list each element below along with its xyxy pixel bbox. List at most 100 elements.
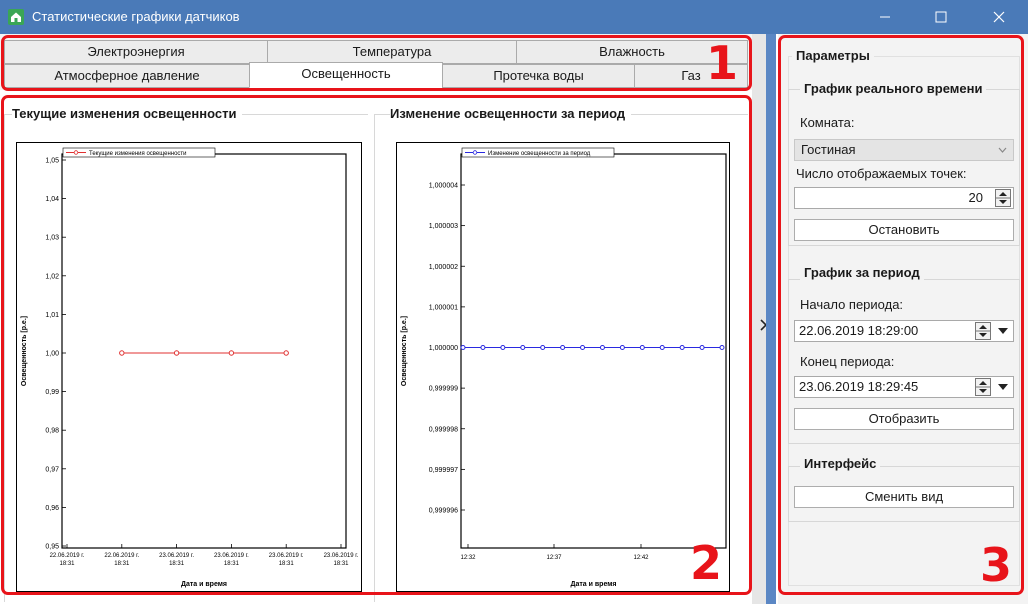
tab-illumination[interactable]: Освещенность xyxy=(249,62,443,88)
minimize-button[interactable] xyxy=(862,0,908,34)
right-group-border-left xyxy=(374,114,375,602)
tab-water-leak[interactable]: Протечка воды xyxy=(442,64,635,88)
interface-title: Интерфейс xyxy=(800,456,881,471)
y-tick-label: 1,000003 xyxy=(429,223,458,230)
parameters-panel: Параметры График реального времени Комна… xyxy=(778,34,1028,604)
start-dropdown[interactable] xyxy=(995,322,1011,340)
tab-humidity[interactable]: Влажность xyxy=(516,40,748,64)
x-tick-label: 23.06.2019 г. xyxy=(159,553,194,559)
legend-marker xyxy=(472,150,478,155)
points-stepper[interactable] xyxy=(995,189,1011,207)
switch-view-button[interactable]: Сменить вид xyxy=(794,486,1014,508)
spin-updown-icon xyxy=(996,192,1010,204)
x-tick-label: 18:31 xyxy=(59,561,75,567)
tab-pressure[interactable]: Атмосферное давление xyxy=(4,64,250,88)
y-tick-label: 0,999998 xyxy=(429,426,458,433)
minimize-icon xyxy=(880,16,890,18)
data-point xyxy=(659,345,665,350)
end-stepper[interactable] xyxy=(975,378,991,396)
x-tick-label: 23.06.2019 г. xyxy=(269,553,304,559)
legend-box xyxy=(461,147,615,158)
start-datetime-value: 22.06.2019 18:29:00 xyxy=(799,323,919,338)
right-chart-group-title: Изменение освещенности за период xyxy=(390,106,632,121)
maximize-button[interactable] xyxy=(918,0,964,34)
end-dropdown[interactable] xyxy=(995,378,1011,396)
y-tick-label: 0,96 xyxy=(45,505,59,512)
y-tick-label: 1,05 xyxy=(45,158,59,165)
y-tick-label: 1,000002 xyxy=(429,264,458,271)
x-axis-label: Дата и время xyxy=(181,581,227,588)
data-point xyxy=(540,345,546,350)
end-datetime-input[interactable]: 23.06.2019 18:29:45 xyxy=(794,376,1014,398)
room-select[interactable]: Гостиная xyxy=(794,139,1014,161)
chevron-down-icon xyxy=(998,147,1007,153)
y-tick-label: 0,95 xyxy=(45,544,59,551)
points-value: 20 xyxy=(968,190,983,205)
x-tick-label: 12:42 xyxy=(633,555,649,561)
realtime-title: График реального времени xyxy=(800,81,987,96)
data-point xyxy=(560,345,566,350)
show-button[interactable]: Отобразить xyxy=(794,408,1014,430)
annotation-number-3: 3 xyxy=(980,538,1013,592)
close-icon xyxy=(993,11,1005,23)
chart-panel: Текущие изменения освещенности Изменение… xyxy=(0,90,752,604)
y-tick-label: 1,000004 xyxy=(429,183,458,190)
tab-gas[interactable]: Газ xyxy=(634,64,748,88)
data-point xyxy=(119,350,125,356)
room-select-value: Гостиная xyxy=(801,142,856,157)
tab-temperature[interactable]: Температура xyxy=(267,40,517,64)
x-tick-label: 23.06.2019 г. xyxy=(324,553,359,559)
y-tick-label: 1,03 xyxy=(45,235,59,242)
start-datetime-input[interactable]: 22.06.2019 18:29:00 xyxy=(794,320,1014,342)
window-title: Статистические графики датчиков xyxy=(32,9,240,24)
data-point xyxy=(228,350,235,356)
tab-strip: Электроэнергия Температура Влажность Атм… xyxy=(0,34,752,90)
close-button[interactable] xyxy=(976,0,1022,34)
dropdown-arrow-icon xyxy=(998,384,1008,390)
x-tick-label: 23.06.2019 г. xyxy=(214,553,249,559)
y-tick-label: 1,04 xyxy=(45,196,59,203)
legend-marker xyxy=(73,150,79,155)
data-point xyxy=(679,345,685,350)
maximize-icon xyxy=(935,11,947,23)
end-datetime-value: 23.06.2019 18:29:45 xyxy=(799,379,919,394)
x-tick-label: 18:31 xyxy=(279,561,295,567)
legend-label: Текущие изменения освещенности xyxy=(89,151,187,157)
start-stepper[interactable] xyxy=(975,322,991,340)
left-chart-group-title: Текущие изменения освещенности xyxy=(12,106,243,121)
plot-area xyxy=(61,153,347,549)
parameters-title: Параметры xyxy=(792,48,874,63)
tab-electricity[interactable]: Электроэнергия xyxy=(4,40,268,64)
data-point xyxy=(580,345,586,350)
x-tick-label: 22.06.2019 г. xyxy=(104,553,139,559)
data-point xyxy=(719,345,725,350)
annotation-number-1: 1 xyxy=(706,36,739,90)
points-input[interactable]: 20 xyxy=(794,187,1014,209)
y-axis-label: Освещенность [р.е.] xyxy=(21,316,28,386)
x-tick-label: 18:31 xyxy=(169,561,185,567)
spin-updown-icon xyxy=(976,325,990,337)
period-title: График за период xyxy=(800,265,924,280)
y-tick-label: 1,00 xyxy=(45,351,59,358)
spin-updown-icon xyxy=(976,381,990,393)
y-tick-label: 0,99 xyxy=(45,389,59,396)
data-point xyxy=(699,345,705,350)
y-tick-label: 1,01 xyxy=(45,312,59,319)
stop-button[interactable]: Остановить xyxy=(794,219,1014,241)
x-axis-label: Дата и время xyxy=(570,581,616,588)
y-tick-label: 0,999999 xyxy=(429,386,458,393)
app-icon xyxy=(8,9,24,25)
data-point xyxy=(599,345,605,350)
x-tick-label: 18:31 xyxy=(333,561,349,567)
data-point xyxy=(500,345,506,350)
dropdown-arrow-icon xyxy=(998,328,1008,334)
data-point xyxy=(173,350,180,356)
title-bar: Статистические графики датчиков xyxy=(0,0,1028,34)
y-tick-label: 0,97 xyxy=(45,466,59,473)
data-point xyxy=(520,345,526,350)
x-tick-label: 18:31 xyxy=(224,561,240,567)
data-point xyxy=(639,345,645,350)
y-tick-label: 1,000001 xyxy=(429,304,458,311)
y-tick-label: 1,02 xyxy=(45,273,59,280)
chart-legend: Текущие изменения освещенности xyxy=(62,147,216,158)
